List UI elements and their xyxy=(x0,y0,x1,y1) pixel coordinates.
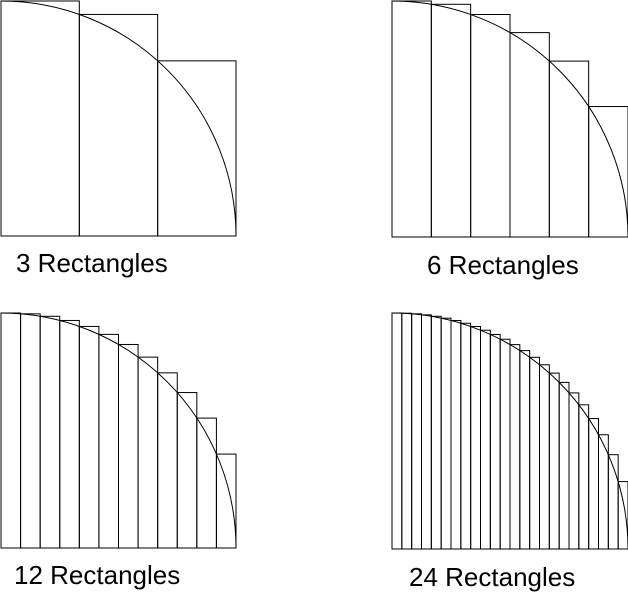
approximating-rectangle xyxy=(137,356,159,549)
approximating-rectangle xyxy=(568,392,580,550)
approximating-rectangle xyxy=(588,418,599,550)
approximating-rectangle xyxy=(460,322,472,550)
caption-3-rectangles: 3 Rectangles xyxy=(16,248,168,278)
approximating-rectangle xyxy=(519,350,531,550)
approximating-rectangle xyxy=(470,14,511,238)
approximating-rectangle xyxy=(440,317,452,550)
approximating-rectangle xyxy=(391,0,432,238)
approximating-rectangle xyxy=(499,338,511,550)
panel-3-rectangles xyxy=(0,0,237,237)
approximating-rectangle xyxy=(20,313,41,549)
approximating-rectangle xyxy=(39,315,61,549)
approximating-rectangle xyxy=(196,417,217,549)
quarter-circle-arc xyxy=(0,0,237,237)
panel-24-rectangles xyxy=(391,312,628,550)
approximating-rectangle xyxy=(450,319,462,550)
approximating-rectangle xyxy=(529,356,540,550)
approximating-rectangle xyxy=(118,343,139,549)
quarter-circle-arc xyxy=(391,0,628,238)
approximating-rectangle xyxy=(430,3,472,238)
approximating-rectangle xyxy=(157,372,178,549)
approximating-rectangle xyxy=(401,312,413,550)
approximating-rectangle xyxy=(489,333,501,550)
caption-12-rectangles: 12 Rectangles xyxy=(14,560,180,590)
caption-24-rectangles: 24 Rectangles xyxy=(409,562,575,592)
approximating-rectangle xyxy=(607,454,619,550)
approximating-rectangle xyxy=(78,325,100,549)
approximating-rectangle xyxy=(421,314,432,550)
approximating-rectangle xyxy=(470,326,482,550)
approximating-rectangle xyxy=(480,329,491,550)
approximating-rectangle xyxy=(430,315,442,550)
approximating-rectangle xyxy=(548,372,560,550)
approximating-rectangle xyxy=(0,312,22,549)
panel-12-rectangles xyxy=(0,312,237,549)
approximating-rectangle xyxy=(215,453,237,549)
approximating-rectangle xyxy=(509,32,550,238)
approximating-rectangle xyxy=(509,344,521,550)
approximating-rectangle xyxy=(539,364,550,550)
approximating-rectangle xyxy=(548,60,590,238)
approximating-rectangle xyxy=(588,106,628,238)
caption-6-rectangles: 6 Rectangles xyxy=(427,250,579,280)
approximating-rectangle xyxy=(391,312,403,550)
approximating-rectangle xyxy=(59,319,80,549)
quarter-circle-arc xyxy=(0,312,237,549)
approximating-rectangle xyxy=(578,404,590,550)
approximating-rectangle xyxy=(558,381,570,550)
panel-6-rectangles xyxy=(391,0,628,238)
approximating-rectangle xyxy=(617,481,628,550)
approximating-rectangle xyxy=(0,0,80,237)
approximating-rectangle xyxy=(411,313,423,550)
approximating-rectangle xyxy=(176,392,198,549)
approximating-rectangle xyxy=(157,60,237,237)
approximating-rectangle xyxy=(78,13,159,237)
quarter-circle-arc xyxy=(391,312,628,550)
approximating-rectangle xyxy=(98,333,119,549)
